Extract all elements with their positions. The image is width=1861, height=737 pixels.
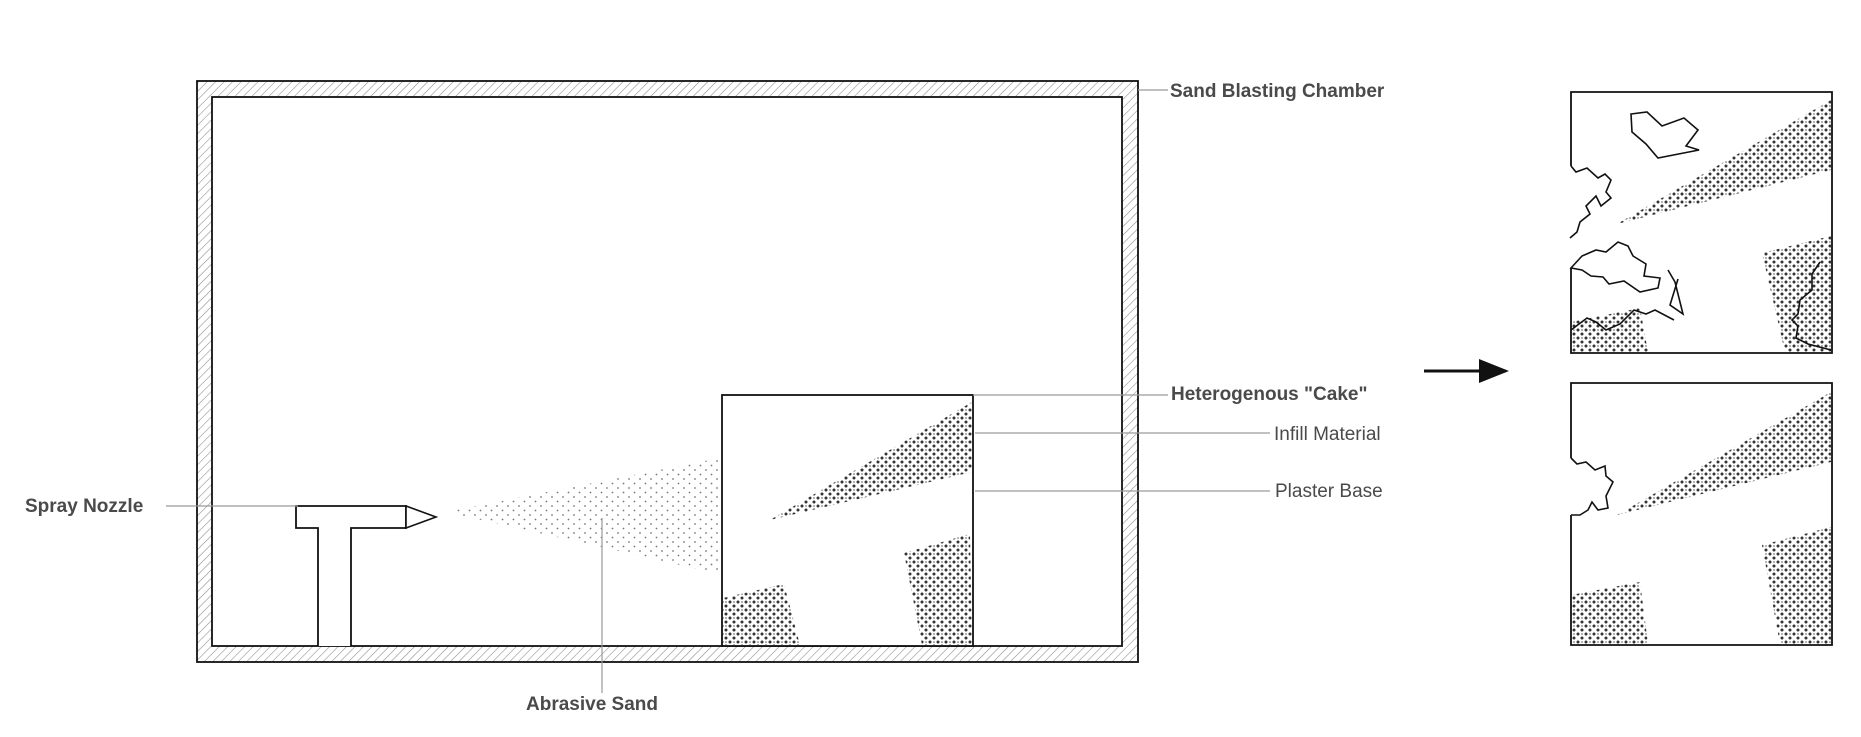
label-spray-nozzle: Spray Nozzle — [25, 496, 143, 517]
infill-material-lower-right — [904, 534, 972, 645]
nozzle-tip — [405, 504, 439, 530]
eroded-cavity-v — [1667, 269, 1685, 316]
leader-lines — [166, 89, 1270, 693]
chamber-outer-edge — [196, 80, 1139, 663]
top-panel-outline — [1570, 91, 1833, 354]
eroded-cavity-middle — [1569, 241, 1661, 293]
infill-material-wedge — [770, 402, 972, 520]
eroded-left-edge — [1569, 165, 1613, 239]
sand-blasting-chamber — [196, 80, 1139, 663]
infill-material-lower-left — [723, 584, 800, 645]
result-panel-bottom — [1570, 382, 1833, 646]
infill-lower-right-top — [1762, 236, 1831, 352]
eroded-left-edge-bottom — [1570, 457, 1614, 516]
eroded-right-channel — [1790, 261, 1832, 351]
label-heterogenous-cake: Heterogenous "Cake" — [1171, 384, 1367, 405]
heterogenous-cake — [721, 394, 974, 647]
eroded-cavity-upper — [1630, 111, 1700, 159]
label-plaster-base: Plaster Base — [1275, 481, 1383, 502]
infill-lower-left-bottom — [1571, 582, 1648, 644]
eroded-bottom-channel — [1570, 309, 1675, 331]
infill-wedge-top — [1617, 100, 1831, 224]
bottom-panel-outline — [1570, 382, 1833, 646]
nozzle-stand — [295, 505, 407, 646]
label-sand-blasting-chamber: Sand Blasting Chamber — [1170, 81, 1385, 102]
label-abrasive-sand: Abrasive Sand — [526, 694, 658, 715]
chamber-inner-edge — [211, 96, 1123, 647]
infill-lower-right-bottom — [1762, 527, 1831, 644]
result-panel-top — [1569, 91, 1833, 354]
abrasive-sand-spray — [446, 458, 720, 574]
infill-wedge-bottom — [1617, 392, 1831, 515]
spray-nozzle — [295, 504, 439, 646]
label-infill-material: Infill Material — [1274, 424, 1381, 445]
